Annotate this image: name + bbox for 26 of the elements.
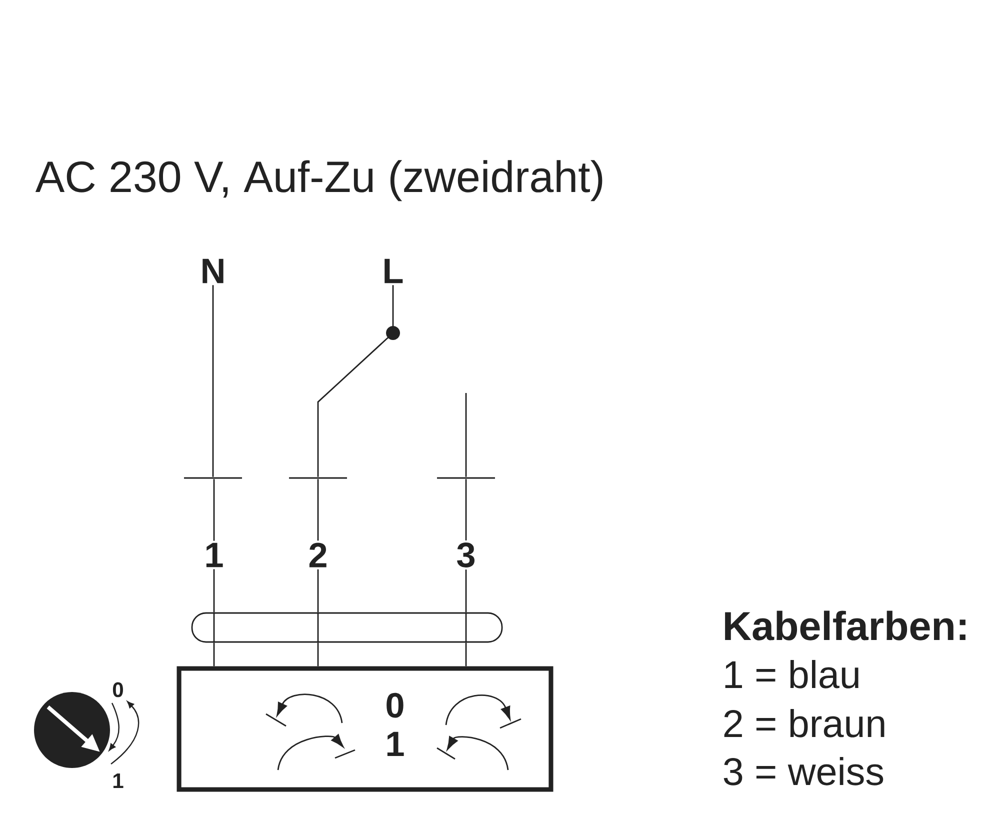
legend-text: 2 = braun	[724, 708, 884, 738]
wire	[212, 285, 214, 477]
switch-position-label: 1	[113, 774, 124, 788]
wire	[317, 479, 319, 541]
line-label: L	[384, 258, 403, 284]
wire	[213, 479, 215, 541]
actuator-box: 0 1	[176, 666, 554, 792]
terminal-number: 2	[309, 542, 326, 568]
wire	[465, 393, 467, 477]
wire	[465, 479, 467, 540]
legend-text: 1 = blau	[725, 660, 858, 688]
title: AC 230 V, Auf-Zu (zweidraht)	[35, 160, 602, 202]
terminal-number: 3	[457, 542, 474, 568]
switch-position-label: 0	[112, 682, 123, 698]
switch-wire	[317, 285, 400, 477]
line-label: N	[202, 258, 224, 284]
cable-sleeve	[191, 612, 503, 643]
legend-text: 3 = weiss	[724, 756, 884, 786]
wire	[317, 569, 319, 612]
legend-heading: Kabelfarben:	[725, 610, 966, 640]
terminal-number: 1	[206, 542, 223, 568]
wire	[465, 642, 467, 666]
wire	[465, 570, 467, 612]
wire	[213, 569, 215, 612]
wire	[317, 642, 319, 666]
wire	[213, 642, 215, 666]
